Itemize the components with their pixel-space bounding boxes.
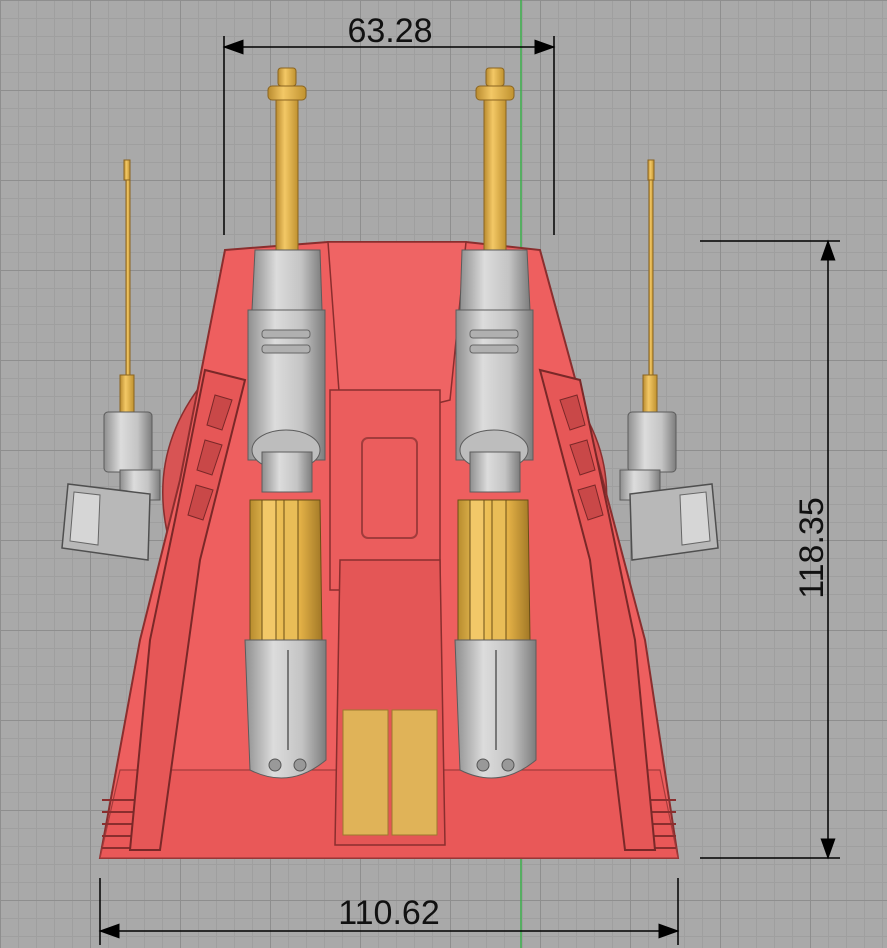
- dimension-height-label: 118.35: [793, 497, 831, 598]
- dimension-top-width-label: 63.28: [347, 12, 432, 50]
- dimension-bottom-width[interactable]: 110.62: [98, 878, 680, 945]
- left-armor-plate: [128, 368, 247, 851]
- center-ramp: [327, 241, 467, 846]
- left-yellow-pad: [342, 709, 389, 836]
- left-side-gun: [61, 159, 161, 561]
- dimension-top-width[interactable]: 63.28: [222, 12, 556, 235]
- right-gun: [454, 67, 537, 779]
- left-gun: [244, 67, 327, 779]
- dimension-height[interactable]: 118.35: [700, 239, 840, 860]
- dimension-bottom-width-label: 110.62: [338, 894, 439, 932]
- right-side-gun: [619, 159, 719, 561]
- right-armor-plate: [538, 368, 657, 851]
- right-yellow-pad: [391, 709, 438, 836]
- turret-model[interactable]: [61, 67, 719, 859]
